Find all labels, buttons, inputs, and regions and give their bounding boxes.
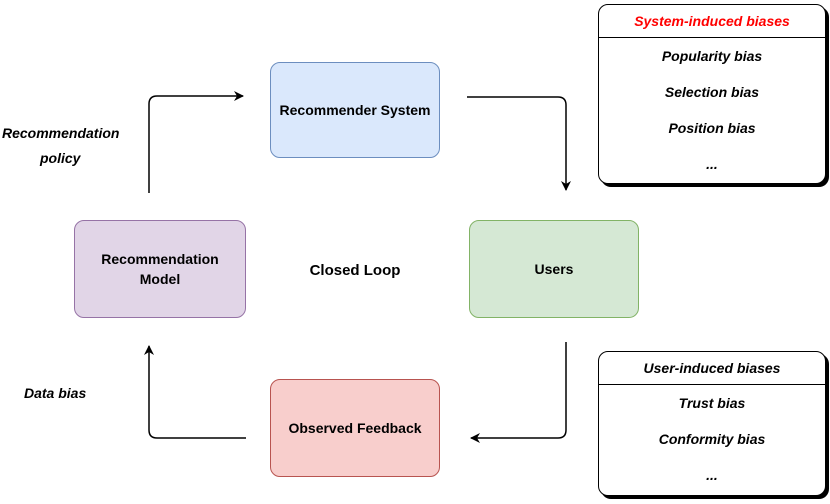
list-item: Selection bias: [664, 84, 760, 100]
arrow-users-to-feedback: [470, 342, 567, 443]
list-item: Trust bias: [678, 395, 746, 411]
observed-feedback-node: Observed Feedback: [270, 379, 440, 477]
users-node: Users: [469, 220, 639, 318]
list-item: Conformity bias: [658, 431, 766, 447]
observed-feedback-label: Observed Feedback: [288, 420, 422, 436]
recommendation-model-node: Recommendation Model: [74, 220, 246, 318]
user-biases-box: User-induced biases Trust bias Conformit…: [598, 351, 826, 496]
recommendation-policy-label: Recommendation policy: [2, 121, 132, 171]
system-biases-list: Popularity bias Selection bias Position …: [599, 38, 825, 182]
list-item: ...: [706, 467, 718, 483]
policy-label-line2: policy: [40, 150, 81, 166]
arrow-system-to-users: [467, 96, 571, 191]
policy-label-line1: Recommendation: [2, 125, 120, 141]
arrow-feedback-to-model: [144, 345, 246, 439]
data-bias-label: Data bias: [24, 385, 87, 401]
closed-loop-label: Closed Loop: [309, 261, 401, 279]
recommender-system-node: Recommender System: [270, 62, 440, 158]
recommender-system-label: Recommender System: [279, 102, 431, 118]
user-biases-list: Trust bias Conformity bias ...: [599, 385, 825, 493]
list-item: Position bias: [668, 120, 756, 136]
list-item: ...: [706, 156, 718, 172]
list-item: Popularity bias: [661, 48, 763, 64]
recommendation-model-label: Recommendation Model: [101, 251, 219, 287]
user-biases-title: User-induced biases: [599, 352, 825, 385]
users-label: Users: [534, 261, 574, 277]
arrow-model-to-system: [148, 91, 244, 193]
system-biases-box: System-induced biases Popularity bias Se…: [598, 4, 826, 184]
system-biases-title: System-induced biases: [599, 5, 825, 38]
